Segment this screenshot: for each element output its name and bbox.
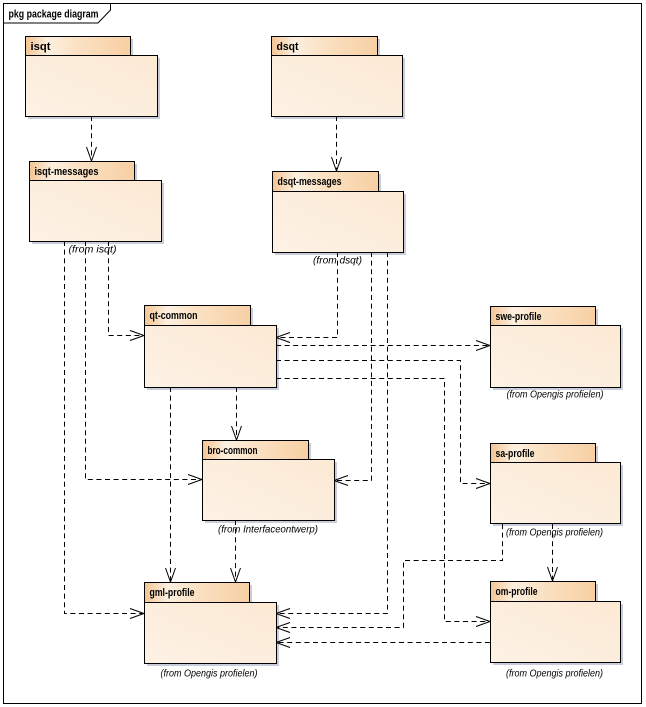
- svg-text:(from dsqt): (from dsqt): [313, 256, 362, 267]
- svg-text:(from Opengis profielen): (from Opengis profielen): [506, 528, 603, 539]
- svg-text:isqt: isqt: [31, 41, 51, 53]
- svg-text:(from isqt): (from isqt): [69, 245, 117, 256]
- svg-text:om-profile: om-profile: [496, 586, 538, 598]
- svg-text:(from Opengis profielen): (from Opengis profielen): [506, 669, 603, 680]
- svg-text:isqt-messages: isqt-messages: [35, 166, 99, 178]
- svg-text:bro-common: bro-common: [208, 445, 258, 457]
- svg-text:sa-profile: sa-profile: [496, 448, 535, 460]
- svg-text:gml-profile: gml-profile: [150, 587, 195, 599]
- svg-text:qt-common: qt-common: [150, 310, 198, 322]
- svg-text:(from Opengis profielen): (from Opengis profielen): [161, 669, 258, 680]
- svg-text:(from Opengis profielen): (from Opengis profielen): [507, 390, 604, 401]
- svg-text:pkg package diagram: pkg package diagram: [9, 9, 99, 21]
- svg-text:(from Interfaceontwerp): (from Interfaceontwerp): [218, 525, 318, 536]
- svg-text:swe-profile: swe-profile: [496, 311, 542, 323]
- svg-text:dsqt: dsqt: [277, 41, 299, 53]
- svg-text:dsqt-messages: dsqt-messages: [278, 176, 342, 188]
